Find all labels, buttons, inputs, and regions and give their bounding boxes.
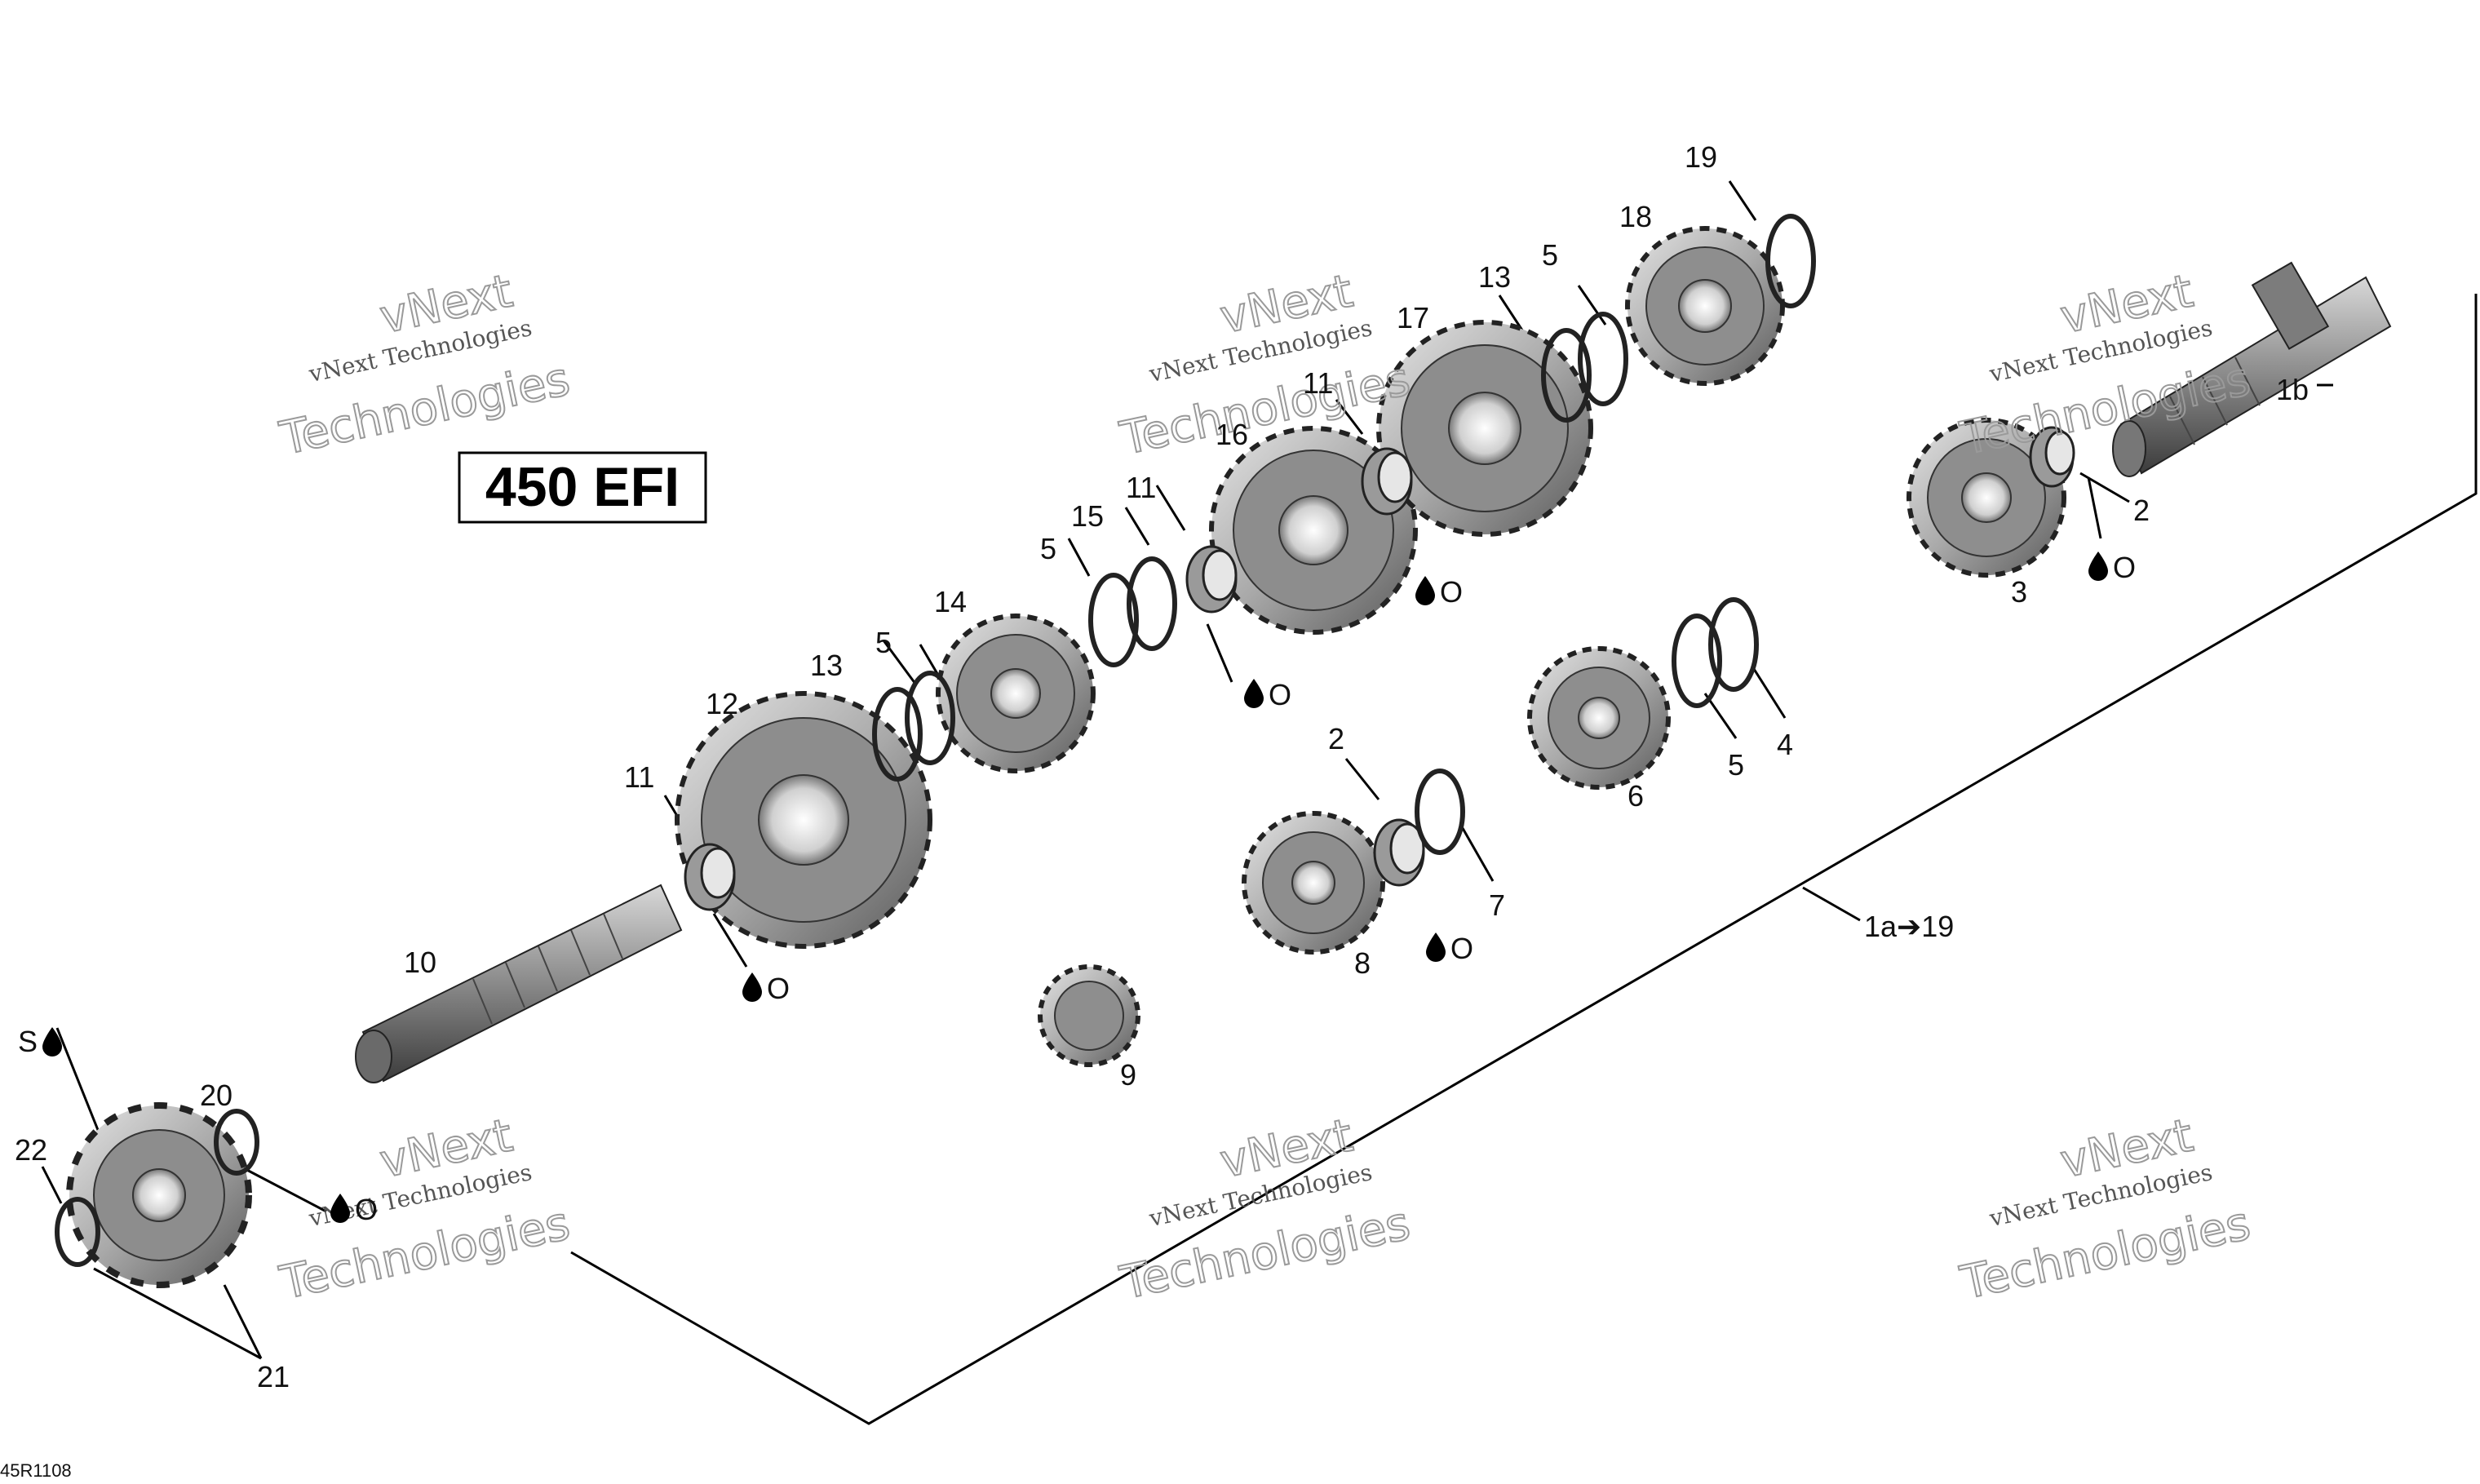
svg-text:O: O xyxy=(1269,678,1291,711)
main-shaft xyxy=(355,884,683,1083)
callout-11c: 11 xyxy=(1303,366,1333,400)
callout-19: 19 xyxy=(1685,140,1717,174)
callout-5d: 5 xyxy=(1728,748,1744,782)
callout-21: 21 xyxy=(257,1360,290,1393)
callout-16: 16 xyxy=(1216,418,1248,451)
svg-text:O: O xyxy=(355,1193,378,1226)
washers xyxy=(55,214,1816,1267)
callout-11b: 11 xyxy=(1126,471,1156,504)
callout-20: 20 xyxy=(200,1079,232,1112)
lubrication-markers: O O O O O O S xyxy=(18,551,2136,1226)
callout-2-upper: 2 xyxy=(2133,494,2150,527)
watermark: vNext vNext Technologies Technologies xyxy=(275,1108,575,1310)
callout-1a: 1a➔19 xyxy=(1864,910,1954,943)
svg-text:O: O xyxy=(1450,932,1473,965)
svg-text:S: S xyxy=(18,1025,38,1058)
callout-5b: 5 xyxy=(1040,532,1056,565)
callout-15: 15 xyxy=(1071,499,1104,533)
oil-drop-icon: O xyxy=(330,1193,378,1226)
gear-9 xyxy=(1038,964,1140,1067)
callout-5a: 5 xyxy=(875,626,892,659)
part-callouts: 1a➔19 1b 2 2 3 4 5 5 5 5 6 7 8 9 10 11 1… xyxy=(15,140,2309,1393)
gear-3 xyxy=(1906,418,2066,578)
oil-drop-icon: O xyxy=(2088,551,2136,584)
assembly-bracket xyxy=(570,294,2478,1425)
watermark: vNext vNext Technologies Technologies xyxy=(275,264,575,466)
oil-drop-icon: O xyxy=(1415,575,1463,609)
svg-text:O: O xyxy=(2113,551,2136,584)
sealant-drop-icon xyxy=(42,1027,62,1057)
callout-2-lower: 2 xyxy=(1328,722,1344,755)
svg-text:O: O xyxy=(767,972,790,1005)
callout-10: 10 xyxy=(404,946,436,979)
oil-drop-icon: O xyxy=(742,972,790,1005)
model-label: 450 EFI xyxy=(485,456,680,518)
callout-11a: 11 xyxy=(624,760,654,794)
callout-6: 6 xyxy=(1628,779,1644,813)
watermark: vNext vNext Technologies Technologies xyxy=(1115,1108,1415,1310)
callout-4: 4 xyxy=(1777,728,1793,761)
drawing-code: 45R1108 xyxy=(0,1460,72,1481)
callout-1b: 1b xyxy=(2276,373,2309,406)
callout-5c: 5 xyxy=(1542,238,1558,272)
gear-8 xyxy=(1242,811,1385,955)
oil-drop-icon: O xyxy=(1244,678,1291,711)
watermark: vNext vNext Technologies Technologies xyxy=(1955,1108,2256,1310)
gear-17 xyxy=(1376,320,1593,537)
gear-6 xyxy=(1527,646,1671,790)
svg-text:O: O xyxy=(1440,575,1463,609)
gear-14 xyxy=(936,614,1096,773)
callout-3: 3 xyxy=(2011,575,2027,609)
callout-13a: 13 xyxy=(810,649,843,682)
gear-12 xyxy=(675,691,932,949)
callout-8: 8 xyxy=(1354,946,1371,980)
callout-18: 18 xyxy=(1619,200,1652,233)
output-shaft xyxy=(2112,261,2392,477)
callout-7: 7 xyxy=(1489,888,1505,922)
callout-17: 17 xyxy=(1397,301,1429,334)
callout-14: 14 xyxy=(934,585,967,618)
model-label-box: 450 EFI xyxy=(458,451,707,524)
callout-13b: 13 xyxy=(1478,260,1511,294)
callout-9: 9 xyxy=(1120,1058,1136,1092)
callout-12: 12 xyxy=(706,687,738,720)
bushings xyxy=(684,426,2075,911)
watermark-group: vNext vNext Technologies Technologies vN… xyxy=(275,264,2256,1310)
callout-22: 22 xyxy=(15,1133,47,1167)
oil-drop-icon: O xyxy=(1426,932,1473,965)
watermark: vNext vNext Technologies Technologies xyxy=(1115,264,1415,466)
sealant-marker: S xyxy=(18,1025,62,1058)
gear-18 xyxy=(1625,226,1785,386)
sprocket-21 xyxy=(66,1102,252,1288)
